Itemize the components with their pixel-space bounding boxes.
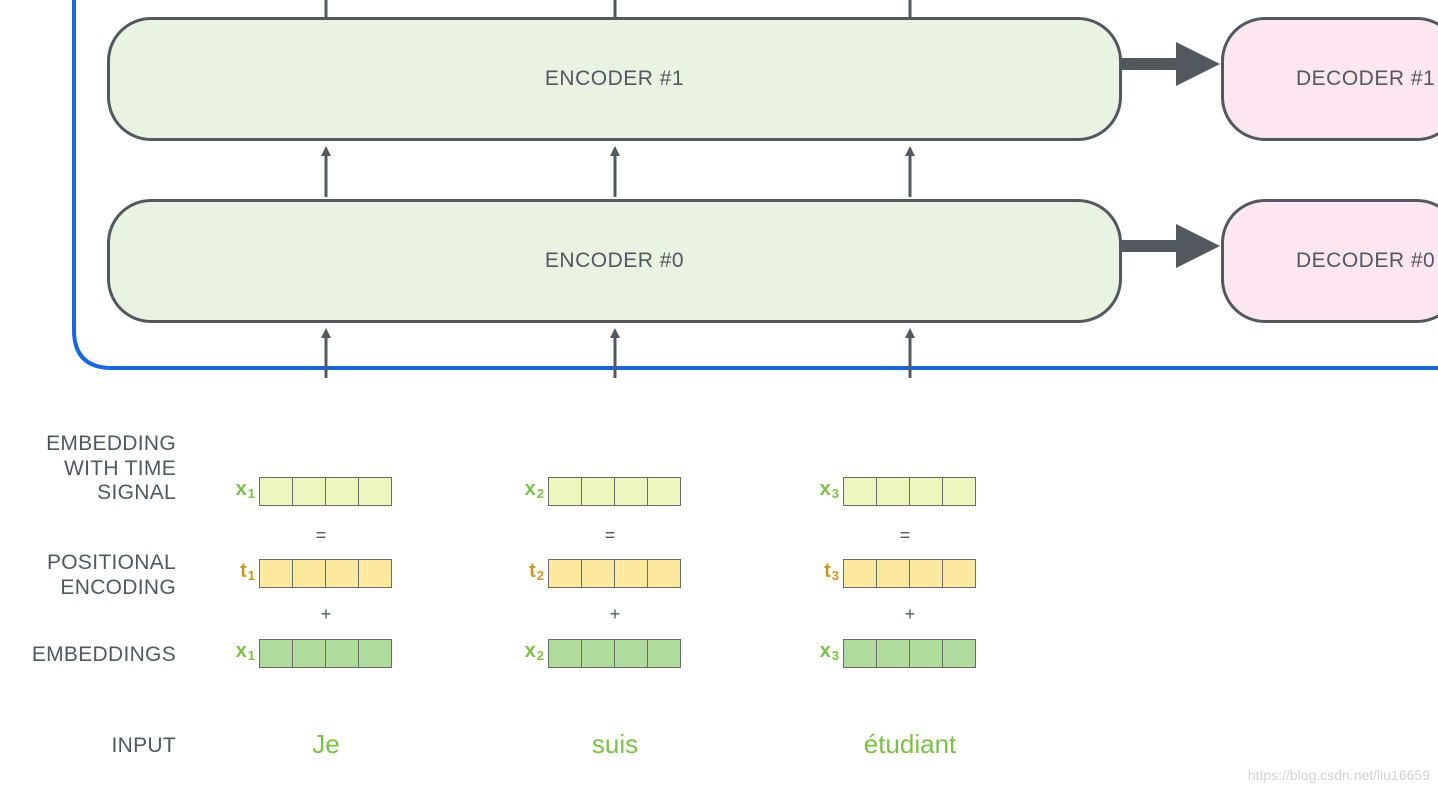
row-label-embeddings: EMBEDDINGS (31, 643, 176, 666)
vector-cell (326, 478, 359, 505)
vector-cell (648, 478, 680, 505)
vector-cell (910, 478, 943, 505)
equals-sign: = (604, 525, 616, 545)
vector-cell (359, 640, 391, 667)
vector-cell (260, 478, 293, 505)
vector-cell (260, 640, 293, 667)
vector-cell (293, 640, 326, 667)
equals-sign: = (899, 525, 911, 545)
input-word: étudiant (863, 729, 957, 759)
vector-cell (877, 560, 910, 587)
emb-vector-label: x2 (524, 640, 544, 663)
vector-cell (943, 560, 975, 587)
vector-cell (359, 478, 391, 505)
ts-vector-label: x3 (819, 478, 839, 501)
vector-cell (910, 560, 943, 587)
vector-cell (877, 478, 910, 505)
vector-cell (549, 560, 582, 587)
decoder-0-label: DECODER #0 (1296, 249, 1436, 272)
pe-vector-label: t2 (529, 560, 544, 583)
ts-vector (548, 477, 681, 506)
vector-cell (910, 640, 943, 667)
ts-vector-label: x2 (524, 478, 544, 501)
input-word: suis (591, 729, 639, 759)
vector-cell (549, 640, 582, 667)
vector-cell (648, 640, 680, 667)
vector-cell (615, 560, 648, 587)
vector-cell (844, 560, 877, 587)
vector-cell (326, 560, 359, 587)
emb-vector (548, 639, 681, 668)
emb-vector (259, 639, 392, 668)
encoder-1-box: ENCODER #1 (107, 17, 1122, 141)
ts-vector (259, 477, 392, 506)
vector-cell (648, 560, 680, 587)
vector-cell (293, 478, 326, 505)
row-label-positional-encoding: POSITIONAL ENCODING (46, 551, 176, 599)
decoder-1-label: DECODER #1 (1296, 67, 1436, 90)
vector-cell (582, 640, 615, 667)
emb-vector-label: x3 (819, 640, 839, 663)
ts-vector-label: x1 (235, 478, 255, 501)
pe-vector (843, 559, 976, 588)
decoder-0-box: DECODER #0 (1221, 199, 1438, 323)
encoder-0-box: ENCODER #0 (107, 199, 1122, 323)
plus-sign: + (320, 604, 332, 624)
plus-sign: + (609, 604, 621, 624)
arrow-enc1-dec1 (1120, 42, 1220, 86)
pe-vector-label: t1 (240, 560, 255, 583)
vector-cell (844, 478, 877, 505)
vector-cell (293, 560, 326, 587)
vector-cell (549, 478, 582, 505)
vector-cell (615, 478, 648, 505)
decoder-1-box: DECODER #1 (1221, 17, 1438, 141)
pe-vector (548, 559, 681, 588)
vector-cell (615, 640, 648, 667)
pe-vector (259, 559, 392, 588)
encoder-1-label: ENCODER #1 (544, 67, 685, 90)
vector-cell (943, 478, 975, 505)
ts-vector (843, 477, 976, 506)
watermark: https://blog.csdn.net/liu16659 (1247, 767, 1430, 783)
equals-sign: = (315, 525, 327, 545)
vector-cell (582, 478, 615, 505)
arrow-enc0-dec0 (1120, 224, 1220, 268)
emb-vector-label: x1 (235, 640, 255, 663)
input-word: Je (312, 729, 340, 759)
vector-cell (260, 560, 293, 587)
vector-cell (326, 640, 359, 667)
vector-cell (582, 560, 615, 587)
vector-cell (877, 640, 910, 667)
encoder-stack-outline (72, 0, 1438, 370)
emb-vector (843, 639, 976, 668)
vector-cell (844, 640, 877, 667)
pe-vector-label: t3 (824, 560, 839, 583)
vector-cell (943, 640, 975, 667)
row-label-embedding-with-time-signal: EMBEDDING WITH TIME SIGNAL (46, 432, 176, 504)
vector-cell (359, 560, 391, 587)
encoder-0-label: ENCODER #0 (544, 249, 685, 272)
row-label-input: INPUT (111, 734, 176, 757)
plus-sign: + (904, 604, 916, 624)
